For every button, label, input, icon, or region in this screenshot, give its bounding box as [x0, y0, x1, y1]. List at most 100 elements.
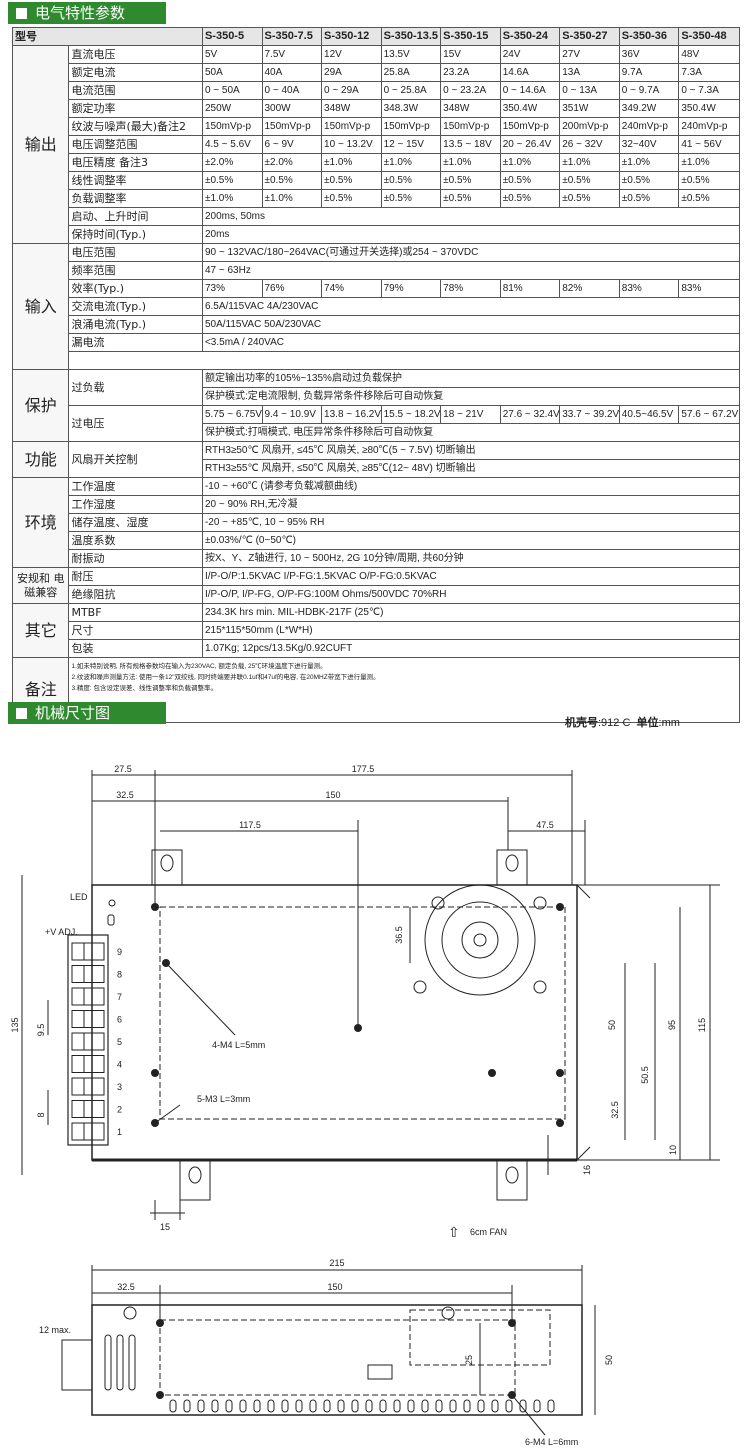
param-value: 9.7A	[618, 63, 680, 82]
param-value: ±0.5%	[618, 189, 680, 208]
param-value: 73%	[201, 279, 263, 298]
param-value: 14.6A	[499, 63, 561, 82]
param-value: 150mVp-p	[440, 117, 501, 136]
terminal-number: 2	[117, 1105, 122, 1115]
note-line: 3.精度: 包含设定误差、线性调整率和负载调整率。	[71, 685, 218, 692]
param-label: 负载调整率	[68, 189, 203, 208]
param-value: ±0.5%	[321, 171, 382, 190]
spec-row: 环境工作温度-10 ~ +60℃ (请参考负载减额曲线)	[11, 477, 741, 568]
param-value: 200ms, 50ms	[201, 207, 741, 226]
param-value: 300W	[261, 99, 323, 118]
terminal-number: 1	[117, 1127, 122, 1137]
spec-row: 储存温度、湿度-20 ~ +85℃, 10 ~ 95% RH	[13, 513, 741, 532]
dimension-label: 9.5	[36, 1024, 46, 1037]
param-value: 20ms	[201, 225, 741, 244]
param-value: 349.2W	[618, 99, 680, 118]
terminal-number: 7	[117, 992, 122, 1002]
param-value: 215*115*50mm (L*W*H)	[201, 621, 741, 640]
model-name: S-350-12	[321, 27, 382, 46]
spec-row	[13, 351, 740, 370]
spec-row: 负载调整率±1.0%±1.0%±0.5%±0.5%±0.5%±0.5%±0.5%…	[13, 189, 740, 208]
param-value: ±0.5%	[499, 171, 561, 190]
model-label: 型号	[12, 27, 203, 46]
param-value: ±1.0%	[321, 153, 382, 172]
param-value: 47 ~ 63Hz	[201, 261, 741, 280]
param-value: 33.7 ~ 39.2V	[559, 405, 620, 424]
section-function: 功能	[11, 441, 70, 478]
param-value: 9.4 ~ 10.9V	[261, 405, 323, 424]
model-name: S-350-7.5	[261, 27, 323, 46]
terminal-number: 4	[117, 1060, 122, 1070]
param-label: 工作湿度	[68, 495, 203, 514]
dimension-label: 10	[668, 1145, 678, 1155]
param-value: 0 ~ 29A	[321, 81, 382, 100]
param-value: 保护模式:打嗝模式, 电压异常条件移除后可自动恢复	[201, 423, 741, 442]
spec-row: 温度系数±0.03%/℃ (0~50℃)	[13, 531, 741, 550]
param-label: 效率(Typ.)	[68, 279, 203, 298]
terminal-screw	[71, 1055, 105, 1073]
param-value: 78%	[440, 279, 501, 298]
param-value: ±1.0%	[380, 153, 442, 172]
section-safety: 安规和 电磁兼容	[11, 567, 70, 604]
side-view	[61, 1265, 596, 1436]
param-value: 按X、Y、Z轴进行, 10 ~ 500Hz, 2G 10分钟/周期, 共60分钟	[201, 549, 741, 568]
dimension-label: 15	[160, 1222, 170, 1232]
param-value: ±0.5%	[678, 171, 740, 190]
terminal-screw	[71, 965, 105, 983]
m4-screw-label: 4-M4 L=5mm	[212, 1040, 265, 1050]
param-value: ±0.5%	[261, 171, 323, 190]
param-value: 41 ~ 56V	[678, 135, 740, 154]
model-name: S-350-13.5	[380, 27, 442, 46]
blank-row	[68, 351, 740, 370]
dimension-label: 16	[582, 1165, 592, 1175]
model-name: S-350-36	[618, 27, 680, 46]
dimension-label: 50	[604, 1355, 614, 1365]
param-value: 15.5 ~ 18.2V	[380, 405, 442, 424]
param-value: ±0.5%	[678, 189, 740, 208]
param-value: 150mVp-p	[201, 117, 263, 136]
dimension-label: 117.5	[239, 820, 261, 830]
dimension-label: 150	[327, 1282, 342, 1292]
param-value: ±0.5%	[321, 189, 382, 208]
param-label: 电压范围	[68, 243, 203, 262]
param-value: ±1.0%	[261, 189, 323, 208]
param-value: 200mVp-p	[559, 117, 620, 136]
param-value: ±0.5%	[440, 171, 501, 190]
param-value: 57.6 ~ 67.2V	[678, 405, 740, 424]
spec-row: 漏电流<3.5mA / 240VAC	[13, 333, 741, 352]
param-value: 36V	[618, 45, 680, 64]
param-value: ±1.0%	[618, 153, 680, 172]
param-value: 12 ~ 15V	[380, 135, 442, 154]
param-value: 150mVp-p	[499, 117, 561, 136]
param-value: 13.5 ~ 18V	[440, 135, 501, 154]
param-value: 0 ~ 9.7A	[618, 81, 680, 100]
terminal-screw	[71, 1100, 105, 1118]
spec-section-banner: 电气特性参数	[8, 2, 166, 24]
param-label: 工作温度	[68, 477, 203, 496]
fan-label: 6cm FAN	[470, 1227, 507, 1237]
param-value: ±0.5%	[201, 171, 263, 190]
param-value: 0 ~ 25.8A	[380, 81, 442, 100]
param-label: 过负载	[68, 369, 203, 406]
dimension-label: 25	[464, 1355, 474, 1365]
model-name: S-350-27	[559, 27, 620, 46]
param-label: 电流范围	[68, 81, 203, 100]
param-value: 74%	[321, 279, 382, 298]
param-value: ±1.0%	[678, 153, 740, 172]
param-value: 348.3W	[380, 99, 442, 118]
terminal-number: 9	[117, 947, 122, 957]
param-label: 温度系数	[68, 531, 203, 550]
dimension-label: 95	[667, 1020, 677, 1030]
param-value: 27V	[559, 45, 620, 64]
param-value: 0 ~ 50A	[201, 81, 263, 100]
param-value: 24V	[499, 45, 561, 64]
param-label: 交流电流(Typ.)	[68, 297, 203, 316]
param-value: -10 ~ +60℃ (请参考负载减额曲线)	[201, 477, 741, 496]
